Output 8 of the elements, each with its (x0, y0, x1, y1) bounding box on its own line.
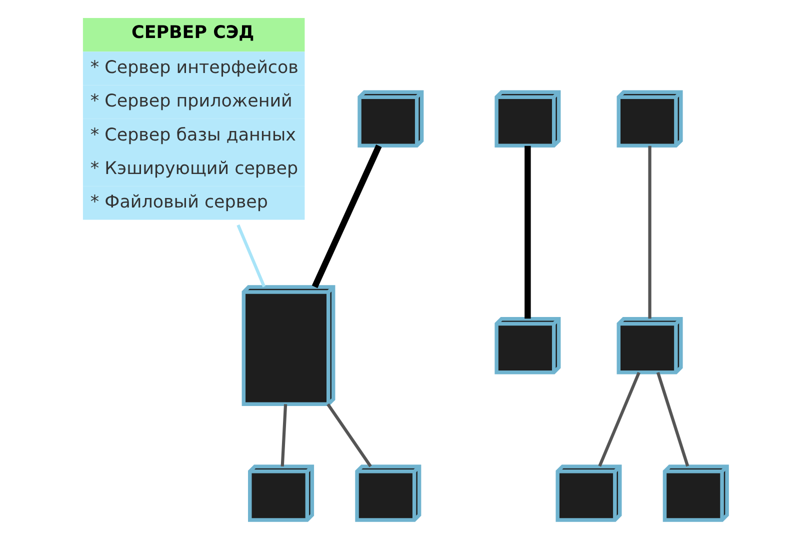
connector (326, 403, 372, 468)
connector (524, 146, 531, 319)
connector (648, 146, 652, 319)
connector (312, 144, 382, 288)
connector (280, 404, 288, 466)
connector (236, 224, 266, 288)
connector (598, 372, 640, 467)
connector (656, 372, 690, 467)
